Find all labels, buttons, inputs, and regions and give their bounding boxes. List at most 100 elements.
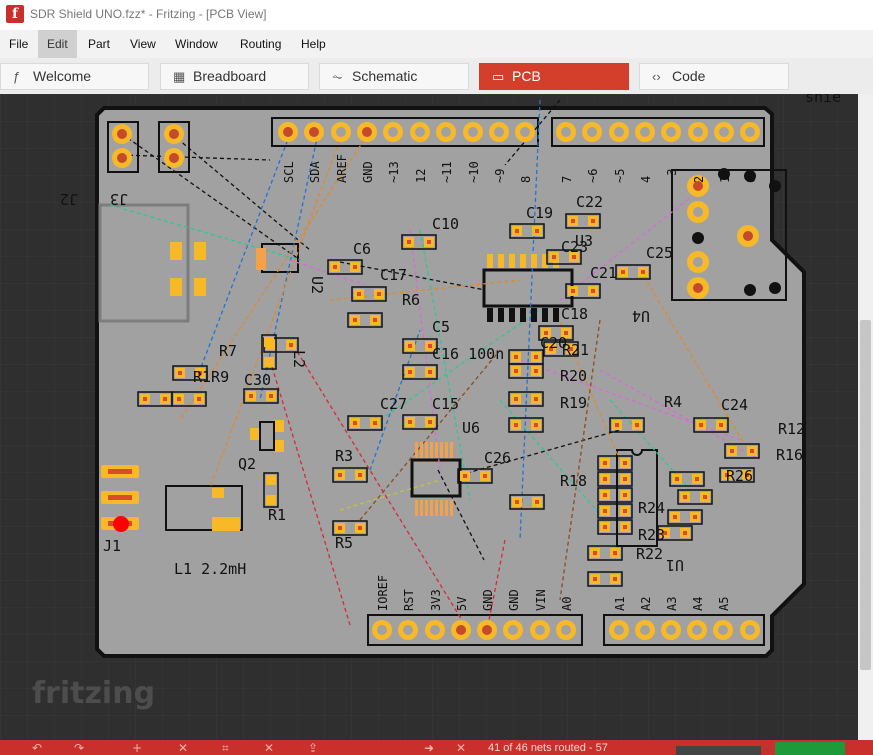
- smd-part-20[interactable]: [243, 388, 279, 404]
- smd-part-23[interactable]: [402, 414, 438, 430]
- smd-part-14[interactable]: [508, 417, 544, 433]
- route-icon[interactable]: ⌗: [222, 741, 229, 755]
- menu-help[interactable]: Help: [301, 37, 326, 51]
- part-label-r24: R24: [638, 499, 665, 517]
- tab-schematic[interactable]: ⏦ Schematic: [319, 63, 469, 90]
- smd-part-13[interactable]: [508, 391, 544, 407]
- menu-routing[interactable]: Routing: [240, 37, 282, 51]
- smd-part-12[interactable]: [508, 363, 544, 379]
- red-ratsnest: [269, 339, 506, 631]
- smd-part-1[interactable]: [401, 234, 437, 250]
- tab-breadboard[interactable]: ▦ Breadboard: [160, 63, 309, 90]
- smd-part-28[interactable]: [597, 455, 633, 471]
- smd-part-2[interactable]: [351, 286, 387, 302]
- smd-part-41[interactable]: [724, 443, 760, 459]
- menu-part[interactable]: Part: [88, 37, 111, 51]
- part-label-l1: L1 2.2mH: [174, 560, 246, 578]
- smd-part-44[interactable]: [261, 334, 277, 370]
- part-label-r3: R3: [335, 447, 353, 465]
- top-header-label-16: 1: [718, 176, 732, 183]
- smd-part-34[interactable]: [587, 571, 623, 587]
- share-icon[interactable]: ⇪: [308, 741, 319, 755]
- top-header-label-12: ~5: [613, 169, 627, 183]
- autoroute-button[interactable]: [775, 742, 845, 755]
- smd-part-36[interactable]: [677, 489, 713, 505]
- smd-part-27[interactable]: [263, 472, 279, 508]
- vertical-scrollbar-thumb[interactable]: [860, 320, 871, 670]
- part-label-c15: C15: [432, 395, 459, 413]
- menu-view[interactable]: View: [130, 37, 156, 51]
- bottom-header-label-3: 5V: [455, 597, 469, 611]
- part-label-u3: U3: [575, 232, 593, 250]
- smd-part-26[interactable]: [332, 520, 368, 536]
- smd-part-31[interactable]: [597, 503, 633, 519]
- smd-part-22[interactable]: [347, 415, 383, 431]
- redo-icon[interactable]: ↷: [74, 741, 85, 755]
- top-header-right-outline: [551, 117, 765, 147]
- smd-part-40[interactable]: [693, 417, 729, 433]
- vertical-scrollbar[interactable]: [858, 94, 873, 740]
- smd-part-29[interactable]: [597, 471, 633, 487]
- add-icon[interactable]: +: [132, 741, 143, 755]
- u3-legs: [487, 308, 559, 322]
- smd-part-38[interactable]: [657, 525, 693, 541]
- bottom-header-label-9: A2: [639, 597, 653, 611]
- delete-icon[interactable]: ✕: [178, 741, 189, 755]
- tab-welcome[interactable]: ƒ Welcome: [0, 63, 149, 90]
- smd-part-4[interactable]: [509, 223, 545, 239]
- close-icon[interactable]: ✕: [264, 741, 275, 755]
- bottom-header-label-6: VIN: [534, 589, 548, 611]
- part-label-u4: U4: [632, 307, 650, 325]
- part-label-c17: C17: [380, 266, 407, 284]
- smd-part-5[interactable]: [565, 213, 601, 229]
- smd-part-43[interactable]: [509, 494, 545, 510]
- smd-part-8[interactable]: [615, 264, 651, 280]
- arrow-icon[interactable]: ➜: [424, 741, 435, 755]
- routing-status: 41 of 46 nets routed - 57: [488, 742, 608, 754]
- smd-part-37[interactable]: [667, 509, 703, 525]
- corner-board-label: shie: [805, 94, 841, 106]
- window-title: SDR Shield UNO.fzz* - Fritzing - [PCB Vi…: [30, 7, 267, 21]
- menu-window[interactable]: Window: [175, 37, 218, 51]
- j1-highlight: [113, 516, 129, 532]
- menu-file[interactable]: File: [9, 37, 29, 51]
- tab-code[interactable]: ‹› Code: [639, 63, 789, 90]
- smd-part-7[interactable]: [565, 283, 601, 299]
- bottom-header-label-5: GND: [507, 589, 521, 611]
- top-header-label-14: ~3: [665, 169, 679, 183]
- smd-part-32[interactable]: [597, 519, 633, 535]
- menu-edit[interactable]: Edit: [38, 30, 77, 58]
- undo-icon[interactable]: ↶: [32, 741, 43, 755]
- smd-part-25[interactable]: [332, 467, 368, 483]
- smd-part-30[interactable]: [597, 487, 633, 503]
- part-label-r1: R1: [268, 506, 286, 524]
- view-tab-bar: ƒ Welcome ▦ Breadboard ⏦ Schematic ▭ PCB…: [0, 58, 873, 94]
- breadboard-icon: ▦: [173, 69, 186, 84]
- top-header-label-5: 12: [414, 169, 428, 183]
- smd-part-0[interactable]: [327, 259, 363, 275]
- smd-part-3[interactable]: [347, 312, 383, 328]
- part-label-r6: R6: [402, 291, 420, 309]
- zoom-field[interactable]: [676, 746, 761, 755]
- smd-part-42[interactable]: [719, 467, 755, 483]
- smd-part-24[interactable]: [457, 468, 493, 484]
- smd-part-35[interactable]: [669, 471, 705, 487]
- part-label-r12: R12: [778, 420, 805, 438]
- smd-part-19[interactable]: [171, 391, 207, 407]
- fritzing-watermark: fritzing: [32, 676, 155, 711]
- smd-part-16[interactable]: [543, 341, 579, 357]
- tab-pcb[interactable]: ▭ PCB: [479, 63, 629, 90]
- smd-part-10[interactable]: [402, 364, 438, 380]
- smd-part-6[interactable]: [546, 249, 582, 265]
- tab-breadboard-label: Breadboard: [193, 68, 267, 84]
- part-label-r1r9: R1R9: [193, 368, 229, 386]
- smd-part-17[interactable]: [172, 365, 208, 381]
- smd-part-33[interactable]: [587, 545, 623, 561]
- smd-part-39[interactable]: [609, 417, 645, 433]
- smd-part-15[interactable]: [538, 325, 574, 341]
- smd-part-9[interactable]: [402, 338, 438, 354]
- close-icon-2[interactable]: ✕: [456, 741, 467, 755]
- l1-outline: [165, 485, 243, 531]
